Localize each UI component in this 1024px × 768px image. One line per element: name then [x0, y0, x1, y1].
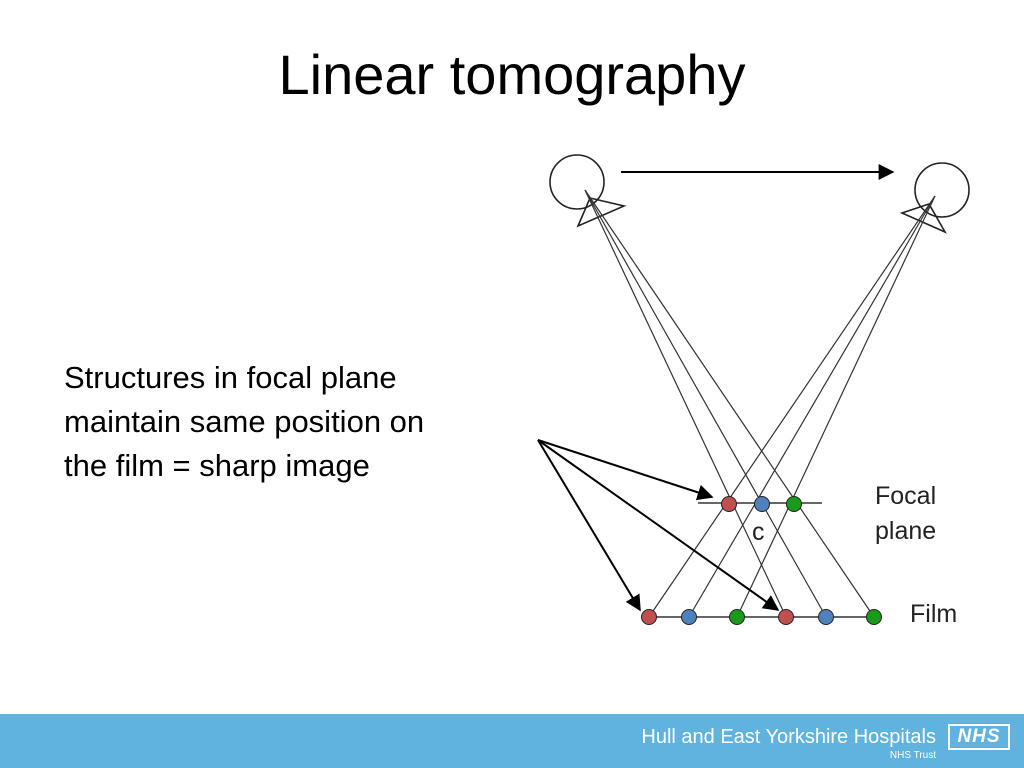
pointer-arrow-film-left	[537, 439, 641, 612]
film-point-blue-left	[681, 609, 697, 625]
ray-start-green	[584, 189, 875, 618]
film-label: Film	[910, 600, 957, 628]
ray-start-red	[584, 189, 787, 618]
body-line-1: Structures in focal plane	[64, 360, 397, 395]
film-point-green-right	[866, 609, 882, 625]
focal-plane-label-line2: plane	[875, 517, 936, 545]
focal-point-blue	[754, 496, 770, 512]
pointer-arrow-film-right	[537, 439, 780, 611]
footer-bar: Hull and East Yorkshire Hospitals NHS Tr…	[0, 714, 1024, 768]
focal-plane-label-line1: Focal	[875, 482, 936, 510]
nhs-logo: NHS	[948, 724, 1010, 750]
pointer-arrow-focal	[537, 439, 714, 501]
film-point-red-right	[778, 609, 794, 625]
organization-name: Hull and East Yorkshire Hospitals	[641, 726, 936, 748]
ray-start-blue	[584, 189, 827, 618]
body-line-2: maintain same position on	[64, 404, 425, 439]
body-line-3: the film = sharp image	[64, 448, 370, 483]
ray-end-green	[736, 195, 936, 618]
xray-tube-end-icon	[899, 162, 970, 234]
label-c: c	[752, 518, 765, 546]
body-text: Structures in focal plane maintain same …	[64, 356, 544, 488]
film-point-red-left	[641, 609, 657, 625]
focal-point-green	[786, 496, 802, 512]
ray-end-red	[648, 195, 936, 618]
tomography-diagram: c Focal plane Film	[537, 154, 970, 628]
xray-tube-start-icon	[549, 154, 627, 228]
slide-title: Linear tomography	[278, 43, 746, 106]
film-point-blue-right	[818, 609, 834, 625]
ray-end-blue	[688, 195, 936, 618]
focal-point-red	[721, 496, 737, 512]
film-point-green-left	[729, 609, 745, 625]
organization-subtitle: NHS Trust	[889, 750, 936, 761]
